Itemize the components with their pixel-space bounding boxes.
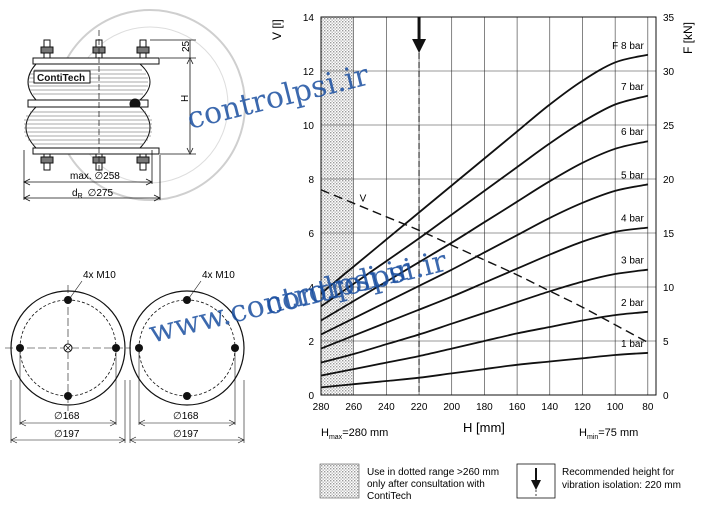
x-tick-label: 160 bbox=[509, 402, 526, 413]
y-tick-label-right: 20 bbox=[663, 175, 675, 186]
watermark-mid: controlpsi.ir bbox=[261, 244, 450, 323]
force-curve bbox=[321, 352, 648, 389]
plan-view-right bbox=[129, 280, 245, 444]
force-curve bbox=[321, 183, 648, 336]
outer-circle bbox=[129, 290, 245, 406]
force-curve bbox=[321, 53, 649, 295]
bottom-plate bbox=[32, 147, 160, 155]
y-tick-label-right: 15 bbox=[663, 229, 675, 240]
brand-label: ContiTech bbox=[37, 73, 85, 84]
force-curves bbox=[321, 53, 649, 389]
legend-recommended-line1: Recommended height for bbox=[562, 467, 675, 478]
x-tick-label: 220 bbox=[411, 402, 428, 413]
y-tick-label-right: 30 bbox=[663, 67, 675, 78]
series-label: 7 bar bbox=[621, 82, 644, 93]
dim-dr-diameter: dR∅275 bbox=[72, 188, 113, 200]
y-tick-label-left: 12 bbox=[303, 67, 315, 78]
right-outer-dia: ∅197 bbox=[173, 429, 199, 440]
legend-dotted-line3: ContiTech bbox=[367, 491, 411, 502]
dim-max-diameter: max. ∅258 bbox=[70, 171, 120, 182]
legend: Use in dotted range >260 mm only after c… bbox=[319, 463, 681, 502]
legend-dotted-swatch bbox=[319, 463, 360, 499]
y-tick-label-left: 4 bbox=[308, 283, 314, 294]
recommended-height-line bbox=[412, 17, 427, 395]
dim-height-label: H bbox=[180, 95, 191, 102]
y-tick-label-left: 6 bbox=[308, 229, 314, 240]
top-plate bbox=[32, 57, 160, 65]
width-dimension bbox=[23, 150, 161, 202]
bolt-holes bbox=[135, 296, 239, 400]
force-curve bbox=[321, 140, 649, 322]
down-arrow-icon bbox=[531, 468, 541, 497]
h-min-label: Hmin=75 mm bbox=[579, 427, 638, 441]
y-tick-label-left: 0 bbox=[308, 391, 314, 402]
h-max-label: Hmax=280 mm bbox=[321, 427, 388, 441]
series-label: 2 bar bbox=[621, 298, 644, 309]
series-label: 5 bar bbox=[621, 170, 644, 181]
x-ticks: 280 260 240 220 200 180 160 140 120 100 80 bbox=[313, 402, 654, 413]
volume-curve-label: V bbox=[360, 193, 367, 204]
series-label: 4 bar bbox=[621, 214, 644, 225]
y-tick-label-right: 35 bbox=[663, 13, 675, 24]
height-dimension bbox=[150, 39, 196, 155]
x-tick-label: 180 bbox=[476, 402, 493, 413]
x-tick-label: 140 bbox=[541, 402, 558, 413]
chart-grid bbox=[320, 16, 656, 396]
series-label: 6 bar bbox=[621, 127, 644, 138]
volume-curve-line bbox=[321, 189, 649, 344]
lower-bellow bbox=[25, 106, 151, 149]
series-label: 1 bar bbox=[621, 339, 644, 350]
legend-recommended-line2: vibration isolation: 220 mm bbox=[562, 480, 681, 491]
y-tick-label-left: 14 bbox=[303, 13, 315, 24]
y-tick-label-right: 10 bbox=[663, 283, 675, 294]
force-curve bbox=[321, 94, 649, 308]
legend-dotted-line1: Use in dotted range >260 mm bbox=[367, 467, 499, 478]
legend-dotted-line2: only after consultation with bbox=[367, 479, 485, 490]
left-outer-dia: ∅197 bbox=[54, 429, 80, 440]
right-bolt-label: 4x M10 bbox=[202, 270, 235, 281]
y-axis-label-left: V [l] bbox=[270, 19, 284, 40]
brand-badge bbox=[33, 70, 91, 84]
left-bolt-label: 4x M10 bbox=[83, 270, 116, 281]
x-tick-label: 200 bbox=[443, 402, 460, 413]
x-tick-label: 260 bbox=[345, 402, 362, 413]
y-tick-label-left: 10 bbox=[303, 121, 315, 132]
x-tick-label: 80 bbox=[642, 402, 654, 413]
left-inner-dia: ∅168 bbox=[54, 411, 80, 422]
y-axis-label-right: F [kN] bbox=[681, 22, 695, 54]
plot-frame bbox=[320, 16, 657, 396]
bellows-side-view: ContiTech bbox=[23, 9, 246, 202]
y-tick-label-right: 25 bbox=[663, 121, 675, 132]
force-curve bbox=[321, 310, 648, 377]
x-tick-label: 100 bbox=[607, 402, 624, 413]
x-tick-label: 280 bbox=[313, 402, 330, 413]
series-labels: 1 bar 2 bar 3 bar 4 bar 5 bar 6 bar 7 bar F 8 b… bbox=[360, 41, 645, 350]
plan-view-left bbox=[5, 280, 131, 444]
y-ticks-right: 0 5 10 15 20 25 30 35 bbox=[663, 13, 675, 402]
y-tick-label-left: 8 bbox=[308, 175, 314, 186]
recommended-arrow-head bbox=[412, 39, 427, 53]
volume-curve bbox=[321, 189, 649, 344]
force-curve bbox=[321, 226, 648, 350]
x-tick-label: 240 bbox=[378, 402, 395, 413]
force-curve bbox=[321, 268, 648, 364]
series-label: 3 bar bbox=[621, 256, 644, 267]
top-bolts bbox=[40, 39, 150, 59]
right-inner-dia: ∅168 bbox=[173, 411, 199, 422]
y-tick-label-right: 0 bbox=[663, 391, 669, 402]
y-tick-label-left: 2 bbox=[308, 337, 314, 348]
x-tick-label: 120 bbox=[574, 402, 591, 413]
x-axis-label: H [mm] bbox=[463, 420, 505, 435]
dim-height-top: 25 bbox=[181, 40, 192, 52]
bottom-bolts bbox=[40, 153, 150, 171]
series-label: F 8 bar bbox=[612, 41, 644, 52]
y-tick-label-right: 5 bbox=[663, 337, 669, 348]
y-ticks-left: 0 2 4 6 8 10 12 14 bbox=[303, 13, 315, 402]
